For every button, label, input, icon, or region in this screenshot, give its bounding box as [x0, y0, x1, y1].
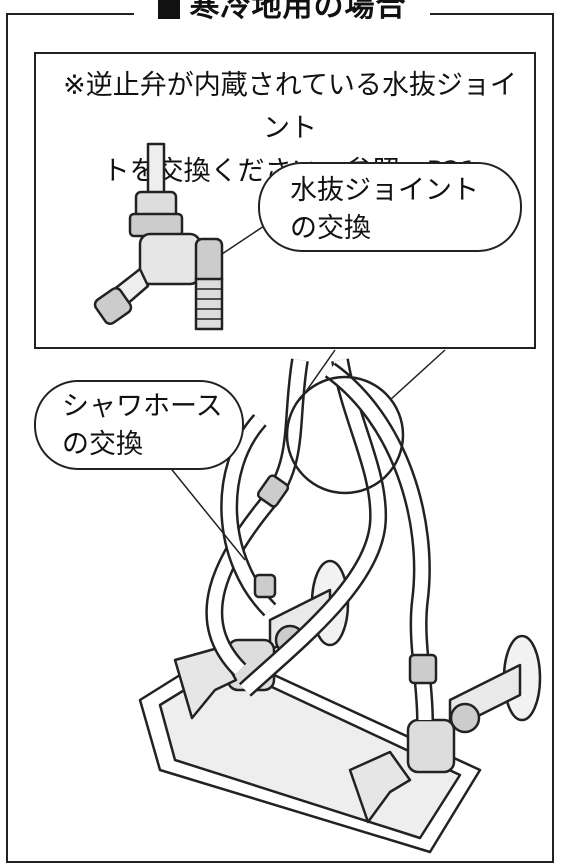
- callout-drain-joint: 水抜ジョイント の交換: [258, 162, 522, 252]
- detail-inset: ※逆止弁が内蔵されている水抜ジョイント トを交換ください。参照：P21 水抜ジョ…: [34, 52, 536, 349]
- drain-joint-illustration: [93, 142, 265, 331]
- note-line-1: ※逆止弁が内蔵されている水抜ジョイント: [63, 70, 517, 144]
- callout-drain-joint-line-2: の交換: [290, 213, 371, 244]
- callout-shower-hose: シャワホース の交換: [34, 380, 244, 470]
- callout-shower-hose-line-1: シャワホース: [62, 391, 223, 422]
- section-title-text: 寒冷地用の場合: [189, 0, 407, 24]
- callout-drain-joint-line-1: 水抜ジョイント: [290, 175, 479, 206]
- callout-shower-hose-line-2: の交換: [62, 429, 143, 460]
- square-bullet-icon: [157, 0, 180, 19]
- section-title: 寒冷地用の場合: [134, 0, 430, 28]
